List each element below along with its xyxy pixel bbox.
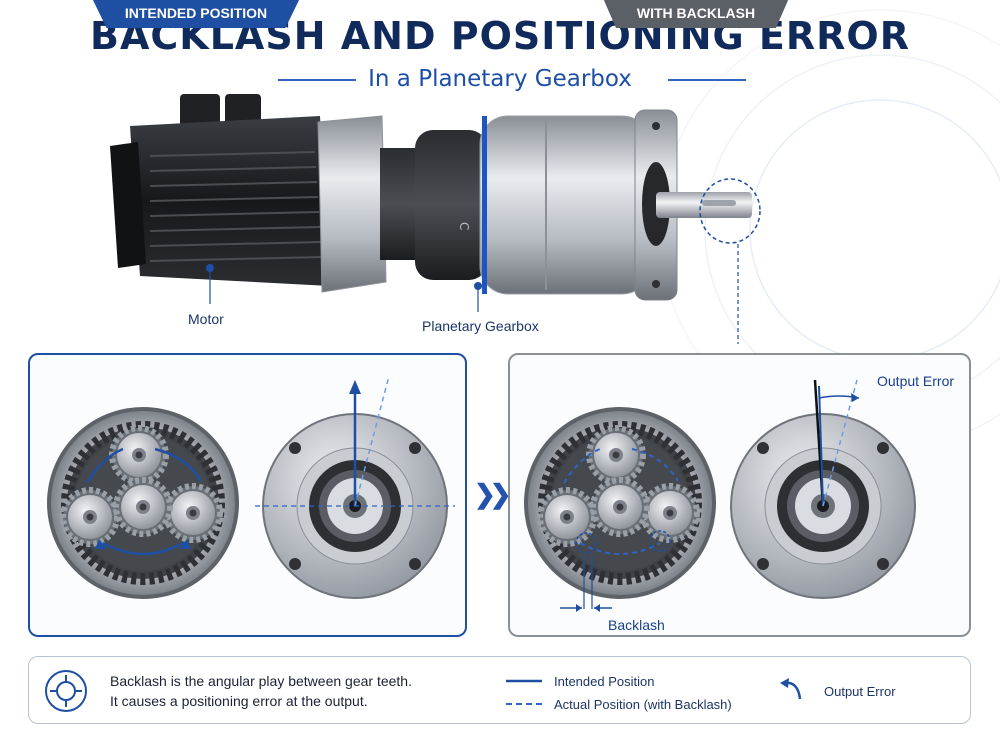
legend-description-line-2: It causes a positioning error at the out… (110, 693, 368, 709)
shaft-highlight-circle (699, 178, 761, 244)
backlash-label: Backlash (608, 617, 665, 633)
subtitle-rule-left (278, 79, 356, 81)
gearbox-blue-ring (482, 116, 487, 294)
subtitle-row: In a Planetary Gearbox (0, 66, 1000, 96)
gearbox-badge: C (457, 222, 471, 230)
gearbox-label: Planetary Gearbox (422, 318, 539, 334)
backlash-output-disc (730, 379, 916, 599)
coupling (380, 148, 420, 260)
legend-description-line-1: Backlash is the angular play between gea… (110, 673, 412, 689)
backlash-planetary-gear (524, 407, 716, 612)
legend-description: Backlash is the angular play between gea… (110, 671, 412, 711)
intended-position-tab: INTENDED POSITION (92, 0, 300, 28)
gearbox-housing-silver (479, 115, 651, 295)
legend-error: Output Error (824, 684, 896, 699)
output-error-label: Output Error (877, 373, 955, 389)
page-subtitle: In a Planetary Gearbox (368, 66, 632, 92)
legend-actual: Actual Position (with Backlash) (554, 697, 732, 712)
legend-intended: Intended Position (554, 674, 655, 689)
legend-box (28, 656, 971, 724)
double-chevron-right-icon: ❯❯ (474, 479, 511, 509)
subtitle-rule-right (668, 79, 746, 81)
intended-planetary-gear (47, 407, 239, 599)
with-backlash-tab: WITH BACKLASH (603, 0, 789, 28)
gear-diagrams (0, 375, 916, 612)
motor-flange (317, 115, 387, 293)
curved-arrow-icon (780, 678, 802, 700)
motor-label: Motor (188, 311, 224, 327)
motor-rear-cap (110, 142, 146, 268)
intended-output-disc (255, 375, 455, 599)
crosshair-target-icon (45, 670, 87, 712)
gearbox-housing-dark (415, 130, 487, 280)
connector-1 (180, 94, 220, 130)
legend-line-swatches (506, 679, 542, 705)
motor-gearbox-illustration: C (110, 94, 761, 344)
